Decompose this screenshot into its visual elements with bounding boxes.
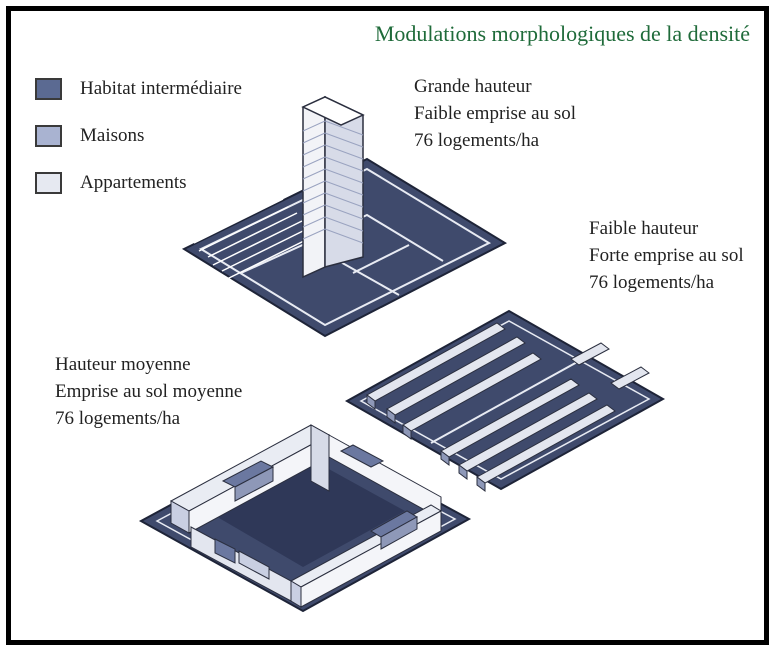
tower-plot: [181, 95, 508, 338]
caption-low-line: 76 logements/ha: [589, 272, 715, 293]
caption-medium-line: 76 logements/ha: [55, 408, 181, 429]
caption-low-line: Faible hauteur: [589, 218, 699, 239]
legend-swatch-maisons: [35, 124, 62, 147]
caption-medium: Hauteur moyenne Emprise au sol moyenne 7…: [55, 351, 242, 432]
legend-swatch-habitat-intermediaire: [35, 77, 62, 100]
houses-plot: [344, 309, 666, 492]
density-illustration: [138, 95, 666, 613]
caption-low-line: Forte emprise au sol: [589, 245, 744, 266]
legend-swatch-appartements: [35, 171, 62, 194]
legend-item-habitat-intermediaire: Habitat intermédiaire: [35, 65, 242, 112]
courtyard-buildings: [169, 424, 443, 608]
legend: Habitat intermédiaire Maisons Appartemen…: [35, 65, 242, 206]
caption-tall-line: Faible emprise au sol: [414, 103, 576, 124]
legend-label: Appartements: [80, 171, 187, 193]
figure-title: Modulations morphologiques de la densité: [374, 21, 750, 46]
legend-item-appartements: Appartements: [35, 159, 242, 206]
figure-frame: Modulations morphologiques de la densité…: [6, 6, 769, 645]
medium-plot: [138, 424, 472, 613]
house-rows: [366, 322, 650, 492]
tower-building: [301, 95, 365, 279]
caption-tall: Grande hauteur Faible emprise au sol 76 …: [414, 73, 576, 154]
caption-low: Faible hauteur Forte emprise au sol 76 l…: [589, 215, 744, 296]
legend-label: Habitat intermédiaire: [80, 77, 242, 99]
legend-item-maisons: Maisons: [35, 112, 242, 159]
caption-medium-line: Hauteur moyenne: [55, 354, 191, 375]
parking-stripes: [193, 198, 317, 280]
legend-label: Maisons: [80, 124, 145, 146]
caption-tall-line: Grande hauteur: [414, 76, 532, 97]
caption-tall-line: 76 logements/ha: [414, 130, 540, 151]
caption-medium-line: Emprise au sol moyenne: [55, 381, 243, 402]
